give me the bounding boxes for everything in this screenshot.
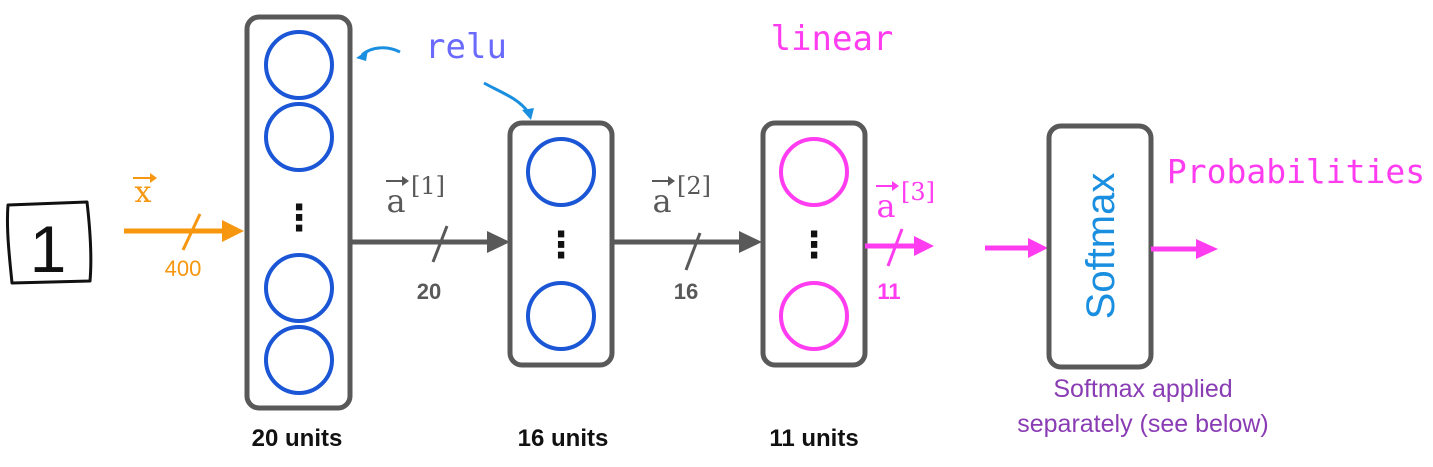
a1-label: a [1]	[386, 172, 445, 220]
svg-text:a: a	[652, 182, 671, 220]
layer-2: ⋮	[507, 120, 615, 368]
probabilities-label: Probabilities	[1167, 152, 1425, 191]
softmax-note-line1: Softmax applied	[1053, 375, 1232, 403]
softmax-input-arrow	[985, 238, 1048, 258]
input-digit-box: 1	[5, 200, 93, 286]
layer-3-ellipsis: ⋮	[796, 224, 832, 265]
svg-text:[3]: [3]	[901, 178, 935, 206]
layer-1-neuron	[264, 325, 334, 395]
arrow-a3	[865, 228, 934, 267]
softmax-output-arrow	[1151, 239, 1218, 259]
input-arrow	[124, 213, 244, 251]
layer-1-neuron	[264, 30, 334, 100]
relu-label: relu	[425, 27, 507, 67]
svg-text:[1]: [1]	[411, 172, 445, 200]
input-vector-label: x	[133, 173, 157, 210]
layer-2-neuron	[526, 137, 596, 207]
layer-1-units-label: 20 units	[252, 425, 343, 452]
svg-text:a: a	[876, 187, 895, 225]
layer-2-neuron	[526, 281, 596, 351]
layer-2-output-size: 16	[674, 279, 698, 304]
input-digit-label: 1	[30, 212, 67, 286]
linear-label: linear	[771, 19, 894, 59]
layer-3: ⋮	[760, 120, 868, 368]
layer-1: ⋮	[244, 14, 353, 411]
a2-label: a [2]	[652, 172, 711, 220]
svg-text:a: a	[386, 182, 405, 220]
softmax-block: Softmax	[1046, 123, 1154, 370]
layer-1-neuron	[264, 253, 334, 323]
layer-2-ellipsis: ⋮	[543, 224, 579, 265]
layer-3-neuron	[779, 281, 849, 351]
layer-1-output-size: 20	[417, 279, 441, 304]
layer-3-output-size: 11	[877, 279, 900, 304]
arrow-a2	[612, 231, 762, 271]
arrow-a1	[350, 225, 510, 263]
softmax-label: Softmax	[1079, 173, 1123, 320]
layer-3-units-label: 11 units	[769, 425, 858, 452]
layer-1-ellipsis: ⋮	[281, 197, 317, 238]
svg-text:[2]: [2]	[677, 172, 711, 200]
relu-arrow-to-layer-2	[483, 81, 530, 113]
softmax-note-line2: separately (see below)	[1017, 410, 1269, 438]
layer-3-neuron	[779, 137, 849, 207]
x-label: x	[135, 175, 152, 210]
input-size-label: 400	[165, 256, 202, 281]
layer-1-neuron	[264, 102, 334, 172]
layer-2-units-label: 16 units	[518, 425, 609, 452]
a3-label: a [3]	[876, 178, 935, 225]
